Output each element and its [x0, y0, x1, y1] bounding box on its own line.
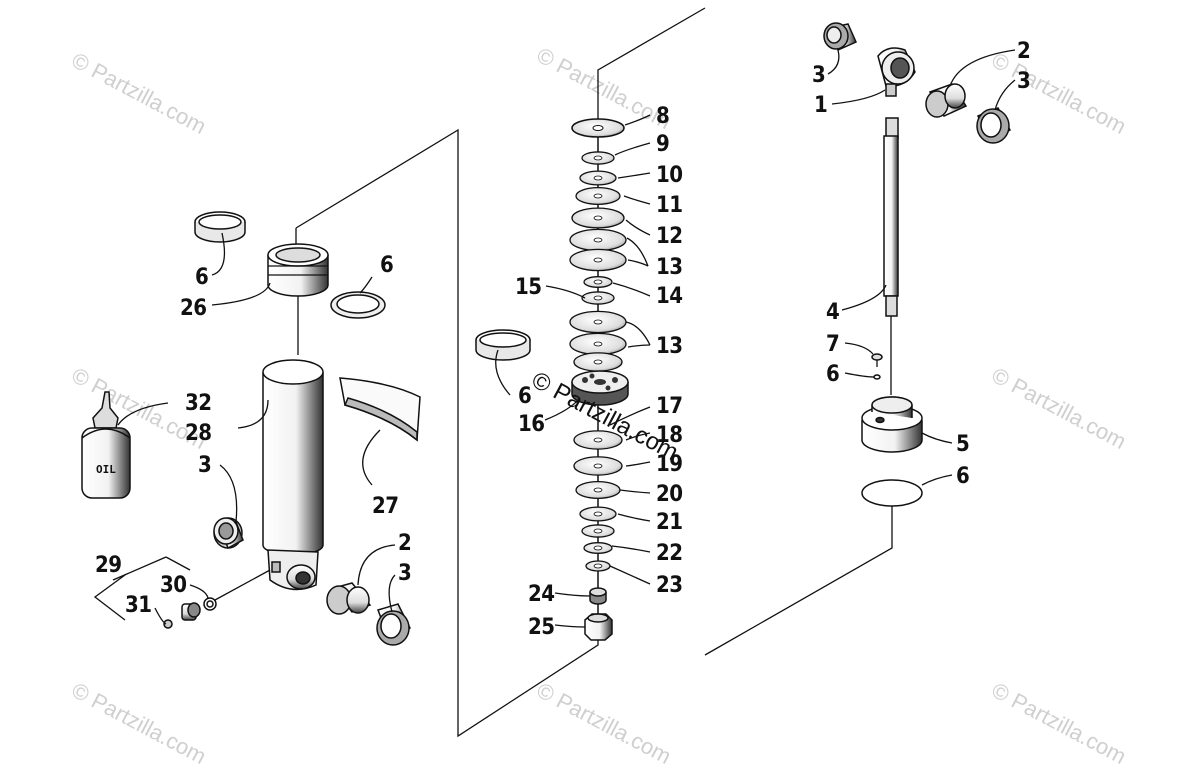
part-label-6: 6 [195, 265, 208, 290]
part-label-30: 30 [160, 573, 187, 598]
part-label-6: 6 [380, 253, 393, 278]
o-ring-part [861, 479, 923, 507]
bushing-part [976, 107, 1012, 144]
bushing-part [823, 22, 857, 52]
shim-washer-hole [593, 437, 603, 443]
part-label-29: 29 [95, 553, 122, 578]
oil-label: OIL [96, 463, 116, 476]
shim-washer-hole [593, 528, 603, 534]
shim-washer-hole [593, 341, 603, 347]
part-label-7: 7 [826, 332, 839, 357]
wear-band-part [475, 329, 531, 361]
shock-body-part [262, 359, 324, 591]
part-label-11: 11 [656, 193, 683, 218]
part-label-9: 9 [656, 132, 669, 157]
part-label-32: 32 [185, 391, 212, 416]
shim-washer-hole [593, 237, 603, 243]
part-label-13: 13 [656, 255, 683, 280]
watermark: © Partzilla.com [988, 677, 1131, 769]
part-label-3: 3 [198, 453, 211, 478]
jam-nut-part [584, 587, 613, 641]
piston-valve-part [571, 370, 629, 406]
part-labels: 6 26 6 32 28 3 27 2 3 29 30 31 8 9 10 11… [95, 39, 1031, 640]
right-assembly [823, 22, 1012, 512]
watermark: © Partzilla.com [533, 677, 676, 769]
part-label-6: 6 [518, 384, 531, 409]
part-label-23: 23 [656, 573, 683, 598]
shim-washer-hole [593, 215, 603, 221]
left-assembly: OIL [81, 211, 421, 646]
shaft-part [883, 117, 899, 395]
panel-outlines [295, 7, 893, 738]
watermark: © Partzilla.com [68, 47, 211, 139]
spacer-part [326, 582, 372, 615]
watermark: © Partzilla.com [68, 677, 211, 769]
seal-ring-part [330, 291, 386, 319]
part-label-25: 25 [528, 615, 555, 640]
part-label-1: 1 [814, 93, 827, 118]
part-label-6: 6 [826, 362, 839, 387]
part-label-21: 21 [656, 510, 683, 535]
watermark: © Partzilla.com [988, 362, 1131, 454]
shim-washer-hole [593, 487, 603, 493]
spacer-part [925, 83, 968, 118]
shim-washer-hole [593, 193, 603, 199]
part-label-24: 24 [528, 582, 555, 607]
bushing-part [213, 517, 244, 550]
part-label-3: 3 [398, 561, 411, 586]
shim-washer-hole [593, 319, 603, 325]
wear-band-part [194, 211, 246, 243]
part-label-10: 10 [656, 163, 683, 188]
part-label-2: 2 [398, 531, 411, 556]
part-label-3: 3 [812, 63, 825, 88]
part-label-16: 16 [518, 412, 545, 437]
part-label-18: 18 [656, 423, 683, 448]
part-label-14: 14 [656, 284, 683, 309]
heat-shield-part [339, 377, 421, 442]
eyelet-part [877, 47, 916, 97]
bushing-part [376, 603, 411, 646]
shim-washer-hole [593, 359, 603, 365]
part-label-15: 15 [515, 275, 542, 300]
part-label-4: 4 [826, 300, 839, 325]
shim-washer-hole [593, 257, 603, 263]
part-label-27: 27 [372, 494, 399, 519]
part-label-3: 3 [1017, 69, 1030, 94]
shim-stack [569, 151, 627, 572]
end-cap-part [861, 396, 923, 453]
shim-washer-hole [593, 545, 603, 551]
shim-washer-hole [593, 155, 603, 161]
valve-stack [475, 118, 629, 641]
shim-washer-hole [593, 295, 603, 301]
shim-washer-hole [593, 563, 603, 569]
shim-washer-hole [593, 175, 603, 181]
part-label-31: 31 [125, 593, 152, 618]
screw-part [871, 353, 883, 380]
part-label-22: 22 [656, 541, 683, 566]
part-label-13: 13 [656, 334, 683, 359]
part-label-12: 12 [656, 224, 683, 249]
part-label-6: 6 [956, 464, 969, 489]
shim-washer-hole [593, 463, 603, 469]
part-label-20: 20 [656, 482, 683, 507]
part-label-17: 17 [656, 394, 683, 419]
shim-washer-hole [593, 279, 603, 285]
part-label-26: 26 [180, 296, 207, 321]
part-label-8: 8 [656, 104, 669, 129]
part-label-2: 2 [1017, 39, 1030, 64]
oil-bottle-part: OIL [81, 391, 131, 499]
valve-part [163, 569, 271, 629]
shim-washer-hole [593, 511, 603, 517]
piston-part [267, 243, 329, 297]
part-label-19: 19 [656, 452, 683, 477]
leader-lines [93, 49, 1016, 628]
part-label-28: 28 [185, 421, 212, 446]
part-label-5: 5 [956, 432, 969, 457]
